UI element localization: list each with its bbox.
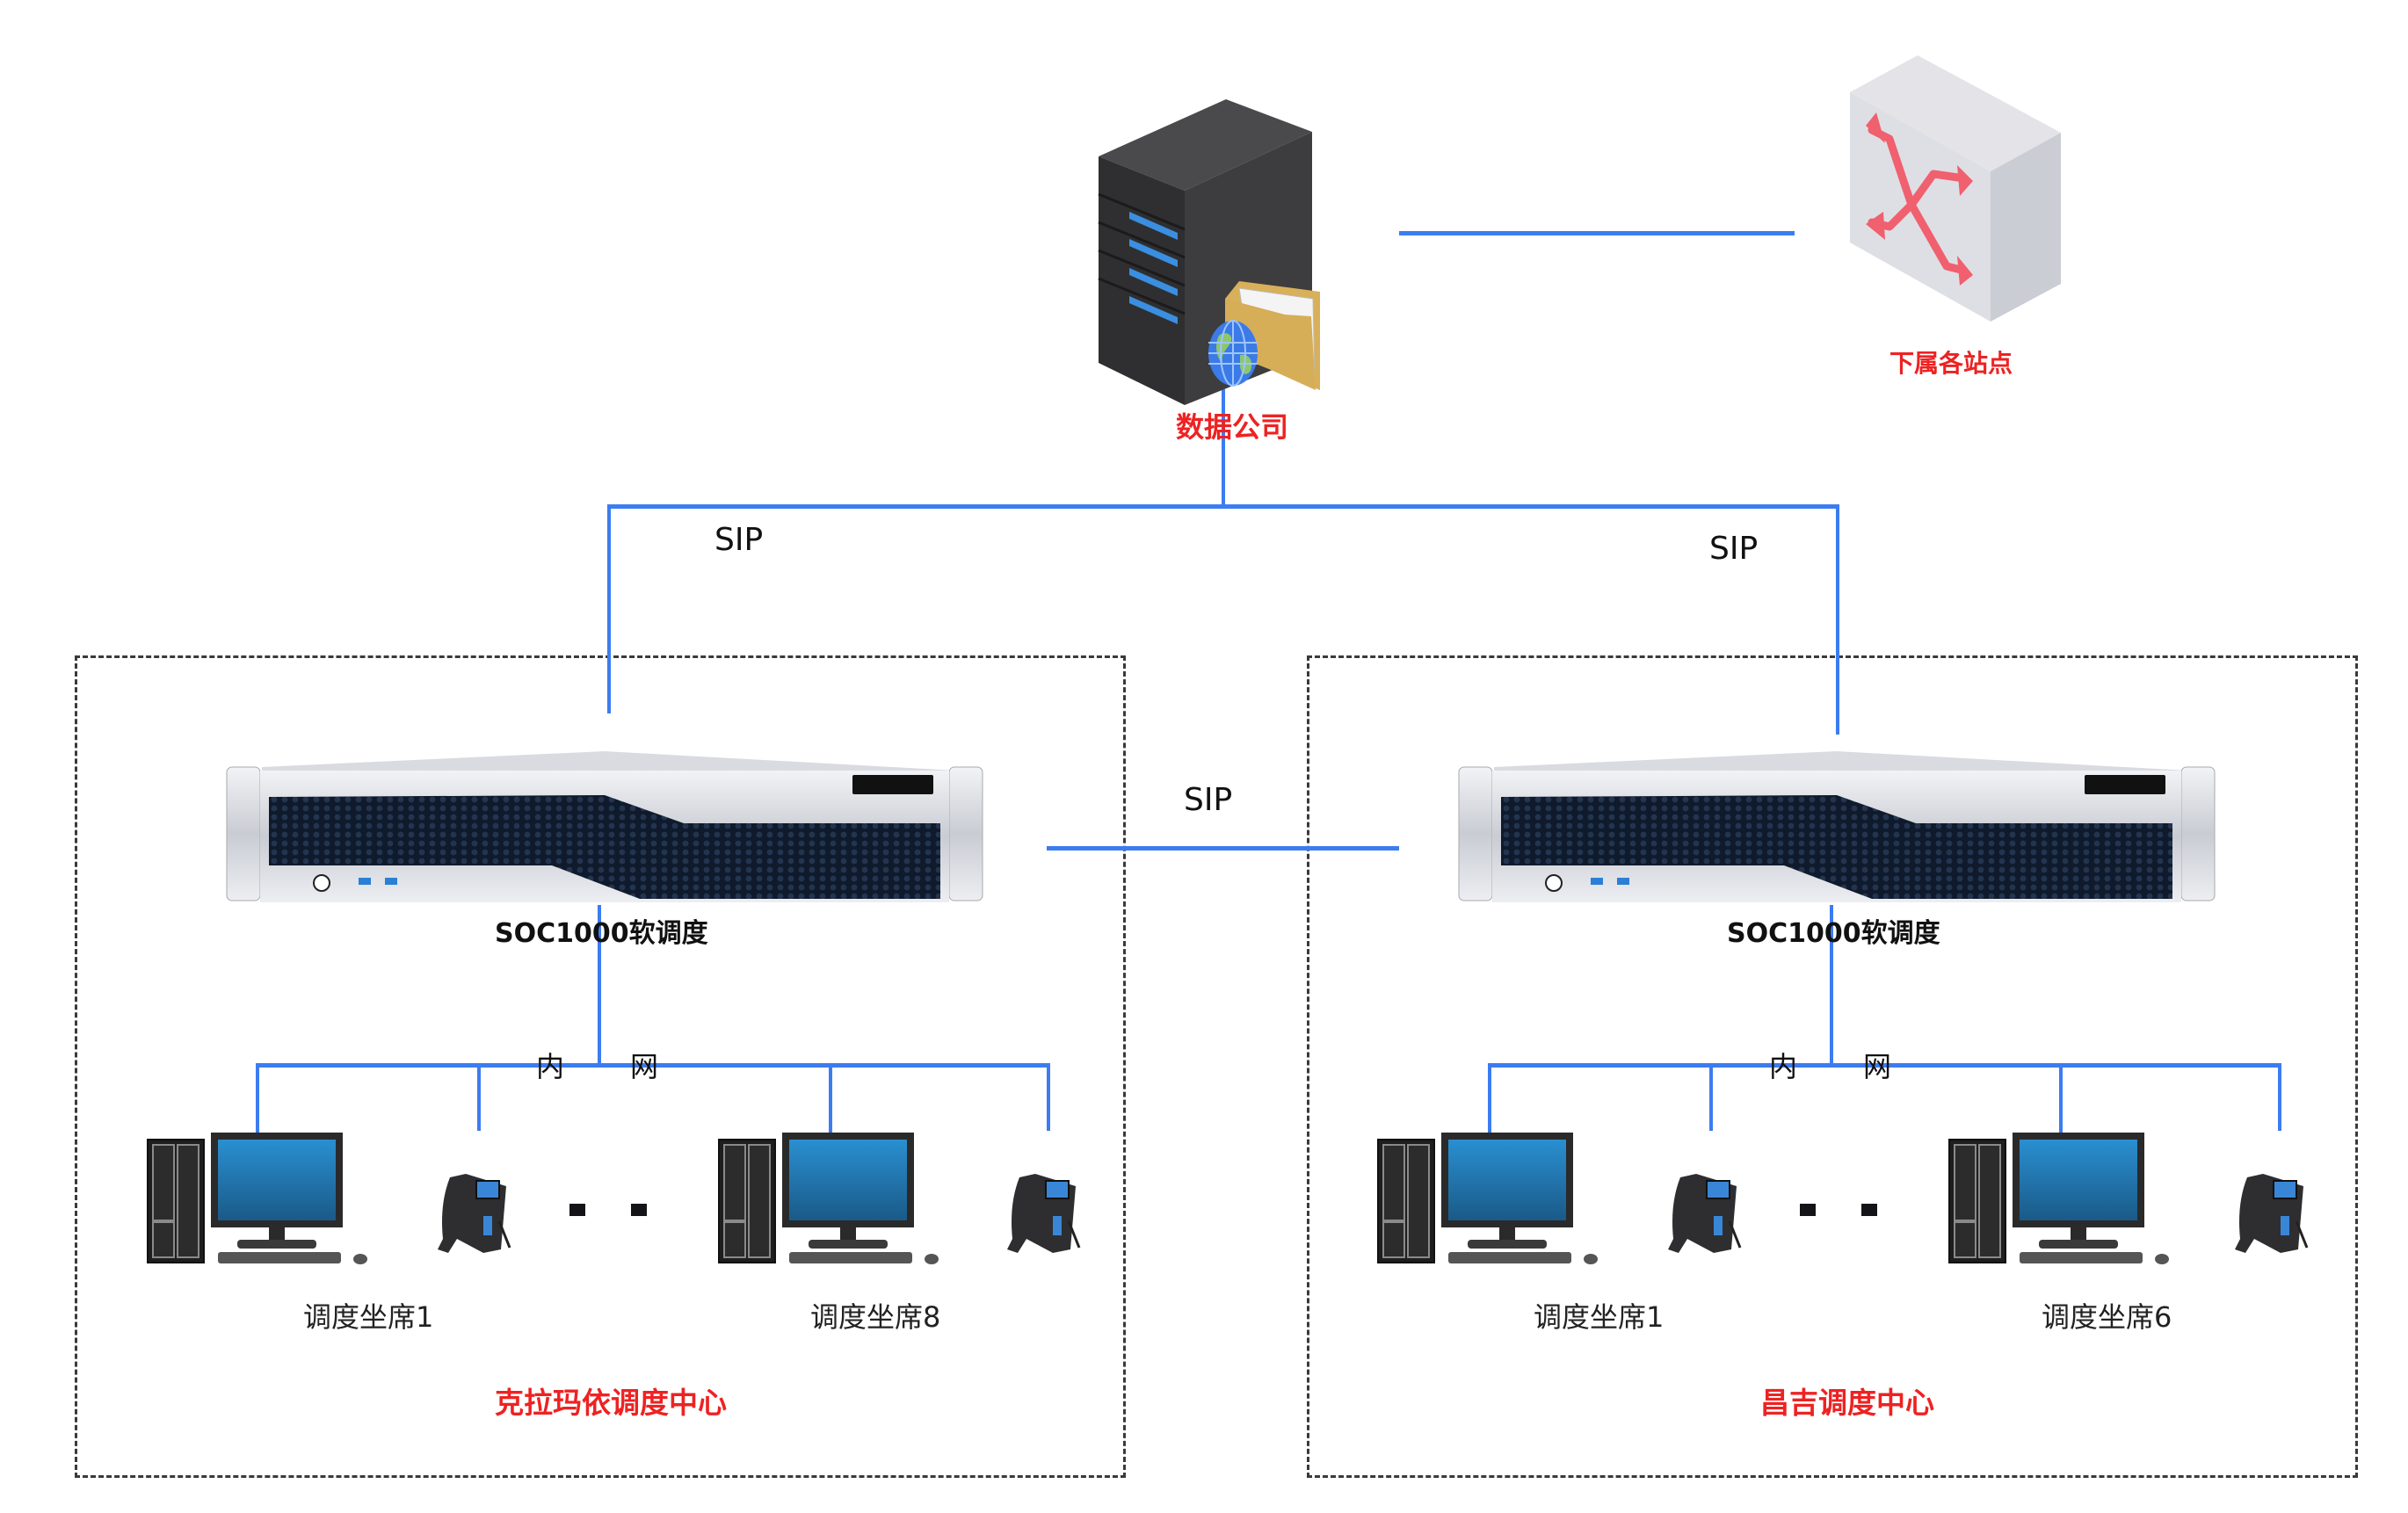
workstation-icon-changji-seat-1[interactable]	[1377, 1133, 1602, 1266]
workstation-icon-changji-seat-6[interactable]	[1948, 1133, 2173, 1266]
link-lan-right-phone1	[1709, 1063, 1713, 1131]
link-lan-left-bus	[256, 1063, 1050, 1068]
globe-icon	[1208, 320, 1258, 387]
ip-phone-icon-karamay-seat-1[interactable]	[431, 1169, 519, 1256]
link-lan-right-bus	[1488, 1063, 2281, 1068]
data-company-label: 数据公司	[1176, 410, 1289, 444]
seat-label-changji-6: 调度坐席6	[2042, 1300, 2172, 1334]
ellipsis-dot	[569, 1204, 585, 1216]
substations-label: 下属各站点	[1889, 349, 2013, 378]
lan-label-right-1: 内	[1769, 1050, 1798, 1083]
link-sip-bus	[607, 504, 1839, 509]
folder-icon	[1225, 281, 1320, 390]
link-datacenter-drop	[1222, 389, 1225, 509]
seat-label-changji-1: 调度坐席1	[1534, 1300, 1665, 1334]
link-lan-right-seat1	[1488, 1063, 1491, 1133]
ellipsis-dot	[631, 1204, 647, 1216]
ip-phone-icon-changji-seat-6[interactable]	[2228, 1169, 2316, 1256]
seat-label-karamay-1: 调度坐席1	[303, 1300, 434, 1334]
link-sip-left	[607, 504, 611, 713]
lan-label-left-2: 网	[630, 1050, 659, 1083]
center-name-karamay: 克拉玛依调度中心	[495, 1386, 727, 1420]
ellipsis-dot	[1800, 1204, 1816, 1216]
link-sip-middle	[1047, 846, 1399, 851]
center-box-changji	[1307, 655, 2358, 1478]
workstation-icon-karamay-seat-8[interactable]	[718, 1133, 943, 1266]
ip-phone-icon-karamay-seat-8[interactable]	[1000, 1169, 1088, 1256]
link-lan-left-seat8	[829, 1063, 832, 1133]
link-datacenter-to-substations	[1399, 231, 1795, 235]
sip-label-right: SIP	[1709, 531, 1759, 567]
rack-server-icon-changji[interactable]	[1458, 751, 2216, 909]
lan-label-right-2: 网	[1863, 1050, 1892, 1083]
server-label-karamay: SOC1000软调度	[495, 918, 708, 949]
workstation-icon-karamay-seat-1[interactable]	[147, 1133, 372, 1266]
network-switch-icon[interactable]	[1850, 55, 2061, 323]
link-lan-right-seat6	[2059, 1063, 2063, 1133]
center-box-karamay	[75, 655, 1126, 1478]
lan-label-left-1: 内	[536, 1050, 565, 1083]
center-name-changji: 昌吉调度中心	[1760, 1386, 1934, 1420]
link-lan-right-drop	[1830, 905, 1833, 1067]
sip-label-middle: SIP	[1184, 782, 1233, 818]
sip-label-left: SIP	[714, 522, 764, 558]
link-lan-left-seat1	[256, 1063, 259, 1133]
link-lan-left-phone1	[477, 1063, 481, 1131]
link-lan-left-phone8	[1047, 1063, 1050, 1131]
link-sip-right	[1836, 504, 1839, 735]
link-lan-right-phone6	[2278, 1063, 2281, 1131]
server-label-changji: SOC1000软调度	[1727, 918, 1940, 949]
rack-server-icon-karamay[interactable]	[226, 751, 983, 909]
link-lan-left-drop	[598, 905, 601, 1067]
seat-label-karamay-8: 调度坐席8	[810, 1300, 941, 1334]
ip-phone-icon-changji-seat-1[interactable]	[1661, 1169, 1749, 1256]
ellipsis-dot	[1861, 1204, 1877, 1216]
